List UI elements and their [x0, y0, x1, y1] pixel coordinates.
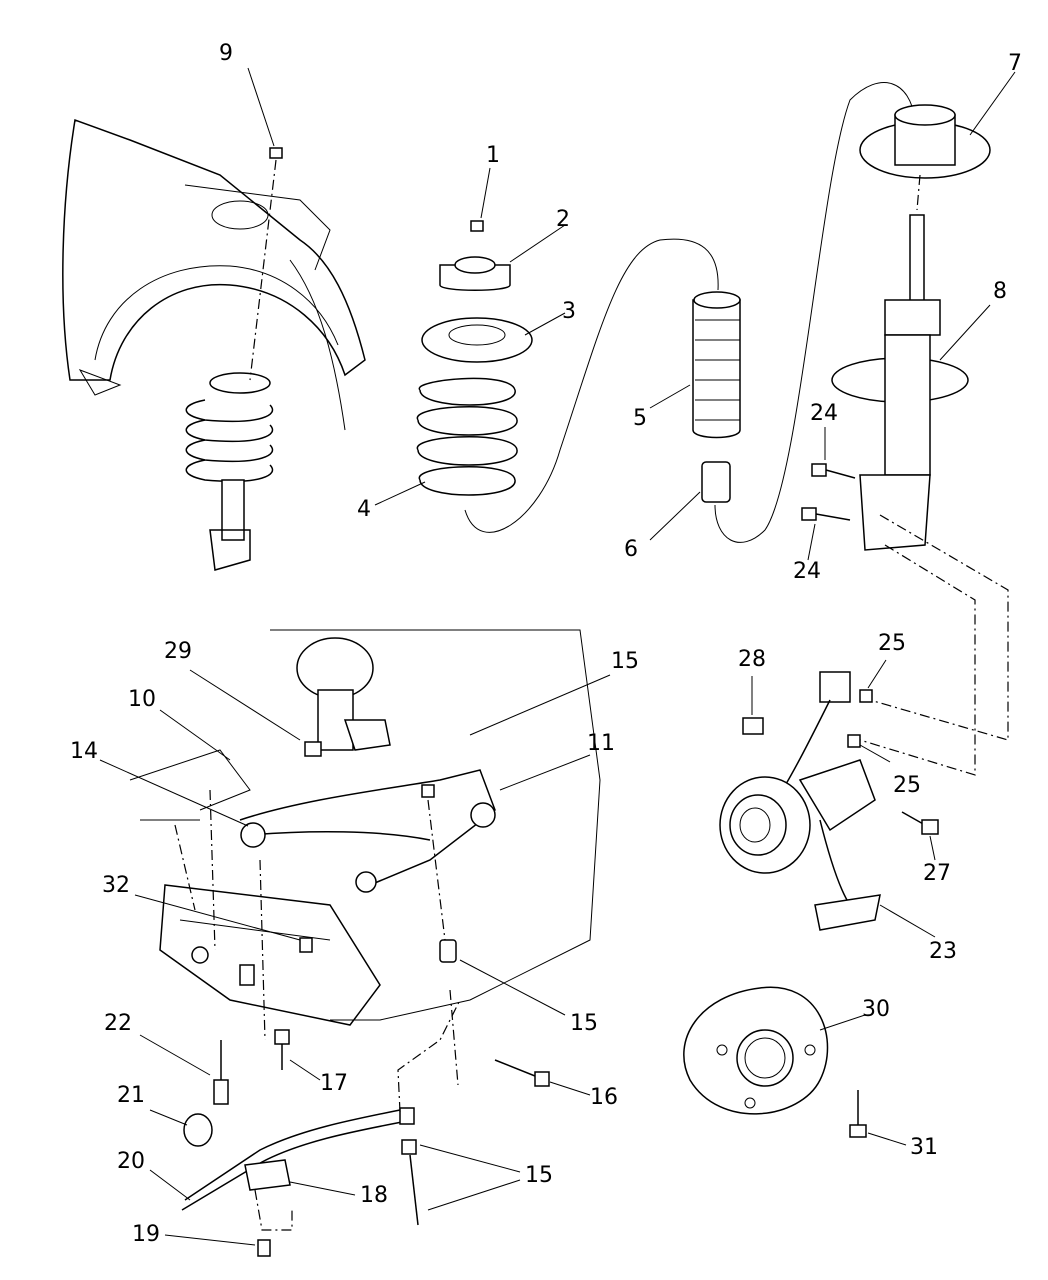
callout-11: 11	[587, 731, 615, 756]
callout-7: 7	[1008, 51, 1022, 76]
callout-1: 1	[486, 143, 500, 168]
callout-32: 32	[102, 873, 130, 898]
callout-19: 19	[132, 1222, 160, 1247]
knuckle-hub-assembly	[719, 659, 939, 938]
callout-18: 18	[360, 1183, 388, 1208]
callout-25-upper: 25	[878, 631, 906, 656]
callout-16: 16	[590, 1085, 618, 1110]
callout-15-middle: 15	[570, 1011, 598, 1036]
stabilizer-bar-assembly	[181, 1029, 550, 1257]
callout-20: 20	[117, 1149, 145, 1174]
right-strut-assembly	[801, 71, 1016, 561]
callout-27: 27	[923, 861, 951, 886]
callout-14: 14	[70, 739, 98, 764]
fender-assembly	[62, 118, 366, 431]
callout-8: 8	[993, 279, 1007, 304]
callout-25-lower: 25	[893, 773, 921, 798]
callout-10: 10	[128, 687, 156, 712]
callout-5: 5	[633, 406, 647, 431]
callout-15-upper: 15	[611, 649, 639, 674]
callout-4: 4	[357, 497, 371, 522]
part-28-nut	[742, 717, 764, 735]
callout-23: 23	[929, 939, 957, 964]
callout-labels: 9 1 2 3 4 5 6 7 8 24 24 29 10 14 15 11 2…	[70, 41, 1022, 1247]
left-strut-assembly	[185, 372, 274, 571]
callout-22: 22	[104, 1011, 132, 1036]
part-1-nut	[470, 220, 484, 232]
strut-mount-parts	[374, 167, 741, 541]
callout-28: 28	[738, 647, 766, 672]
callout-31: 31	[910, 1135, 938, 1160]
callout-29: 29	[164, 639, 192, 664]
callout-2: 2	[556, 207, 570, 232]
splash-shield	[683, 986, 907, 1146]
callout-9: 9	[219, 41, 233, 66]
callout-3: 3	[562, 299, 576, 324]
callout-15-lower: 15	[525, 1163, 553, 1188]
part-15-bushing	[439, 939, 457, 963]
callout-30: 30	[862, 997, 890, 1022]
callout-21: 21	[117, 1083, 145, 1108]
callout-17: 17	[320, 1071, 348, 1096]
callout-6: 6	[624, 537, 638, 562]
part-9-nut	[269, 147, 283, 159]
callout-24-lower: 24	[793, 559, 821, 584]
cradle-control-arm	[129, 629, 601, 1026]
callout-24-upper: 24	[810, 401, 838, 426]
